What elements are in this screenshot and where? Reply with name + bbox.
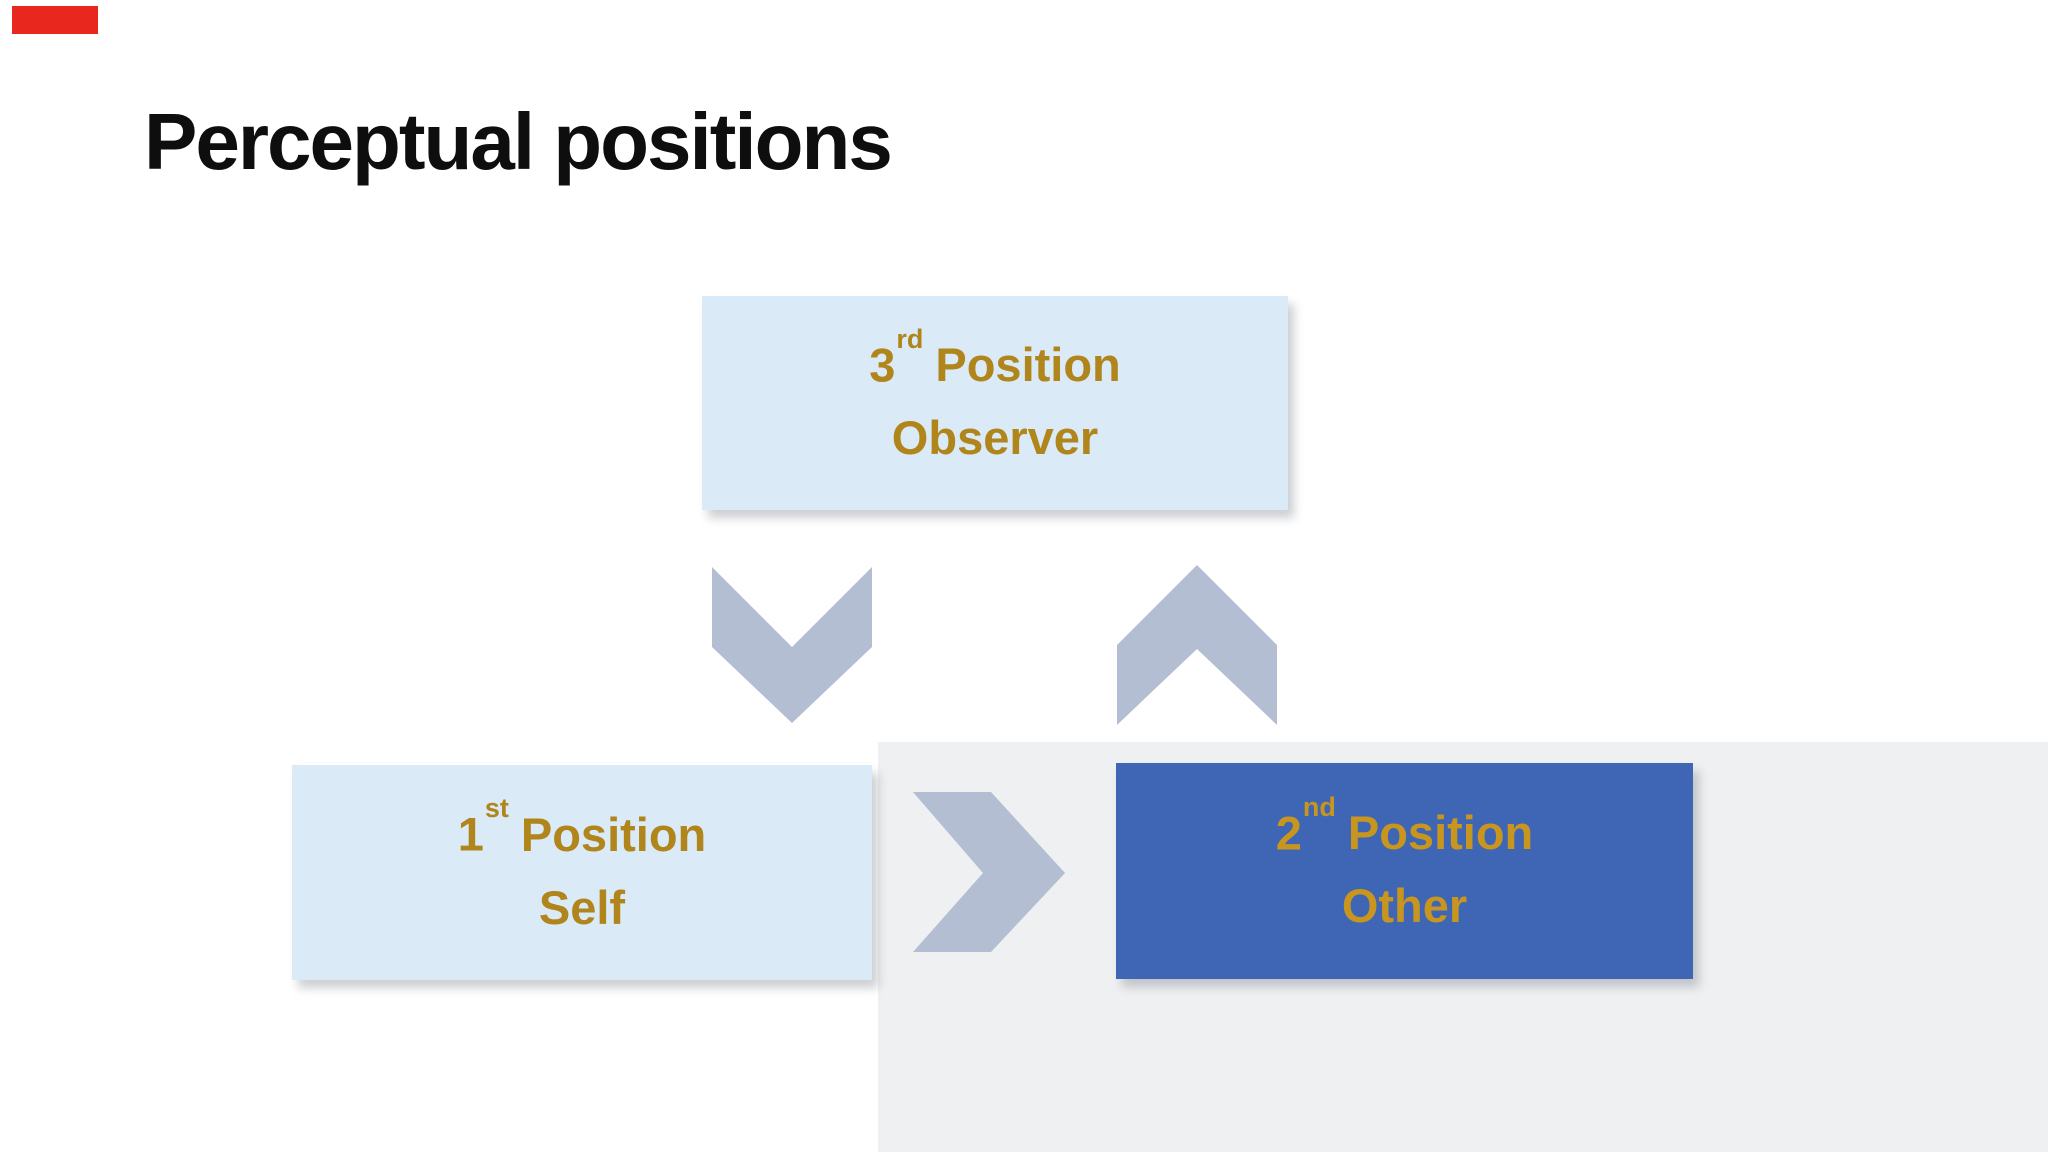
- box-second-position: 2nd Position Other: [1116, 763, 1693, 979]
- ordinal: 3: [869, 338, 896, 392]
- box-first-position-sublabel: Self: [538, 880, 626, 934]
- ordinal-suffix: st: [484, 793, 509, 824]
- box-first-position-title: 1st Position: [458, 789, 707, 871]
- box-third-position: 3rd Position Observer: [702, 296, 1288, 510]
- position-label: Position: [520, 807, 707, 861]
- ordinal: 1: [457, 807, 484, 861]
- ordinal-suffix: rd: [896, 323, 924, 354]
- ordinal: 2: [1275, 806, 1302, 860]
- box-second-position-title: 2nd Position: [1276, 788, 1534, 870]
- recording-indicator: [12, 6, 98, 34]
- box-third-position-sublabel: Observer: [891, 411, 1099, 465]
- chevron-up-icon: [1117, 565, 1277, 725]
- box-second-position-sublabel: Other: [1341, 879, 1468, 933]
- ordinal-suffix: nd: [1302, 791, 1336, 822]
- slide-title: Perceptual positions: [144, 97, 893, 186]
- chevron-down-icon: [712, 567, 872, 723]
- box-third-position-title: 3rd Position: [869, 320, 1121, 402]
- position-label: Position: [1347, 806, 1534, 860]
- position-label: Position: [935, 338, 1121, 392]
- box-first-position: 1st Position Self: [292, 765, 872, 980]
